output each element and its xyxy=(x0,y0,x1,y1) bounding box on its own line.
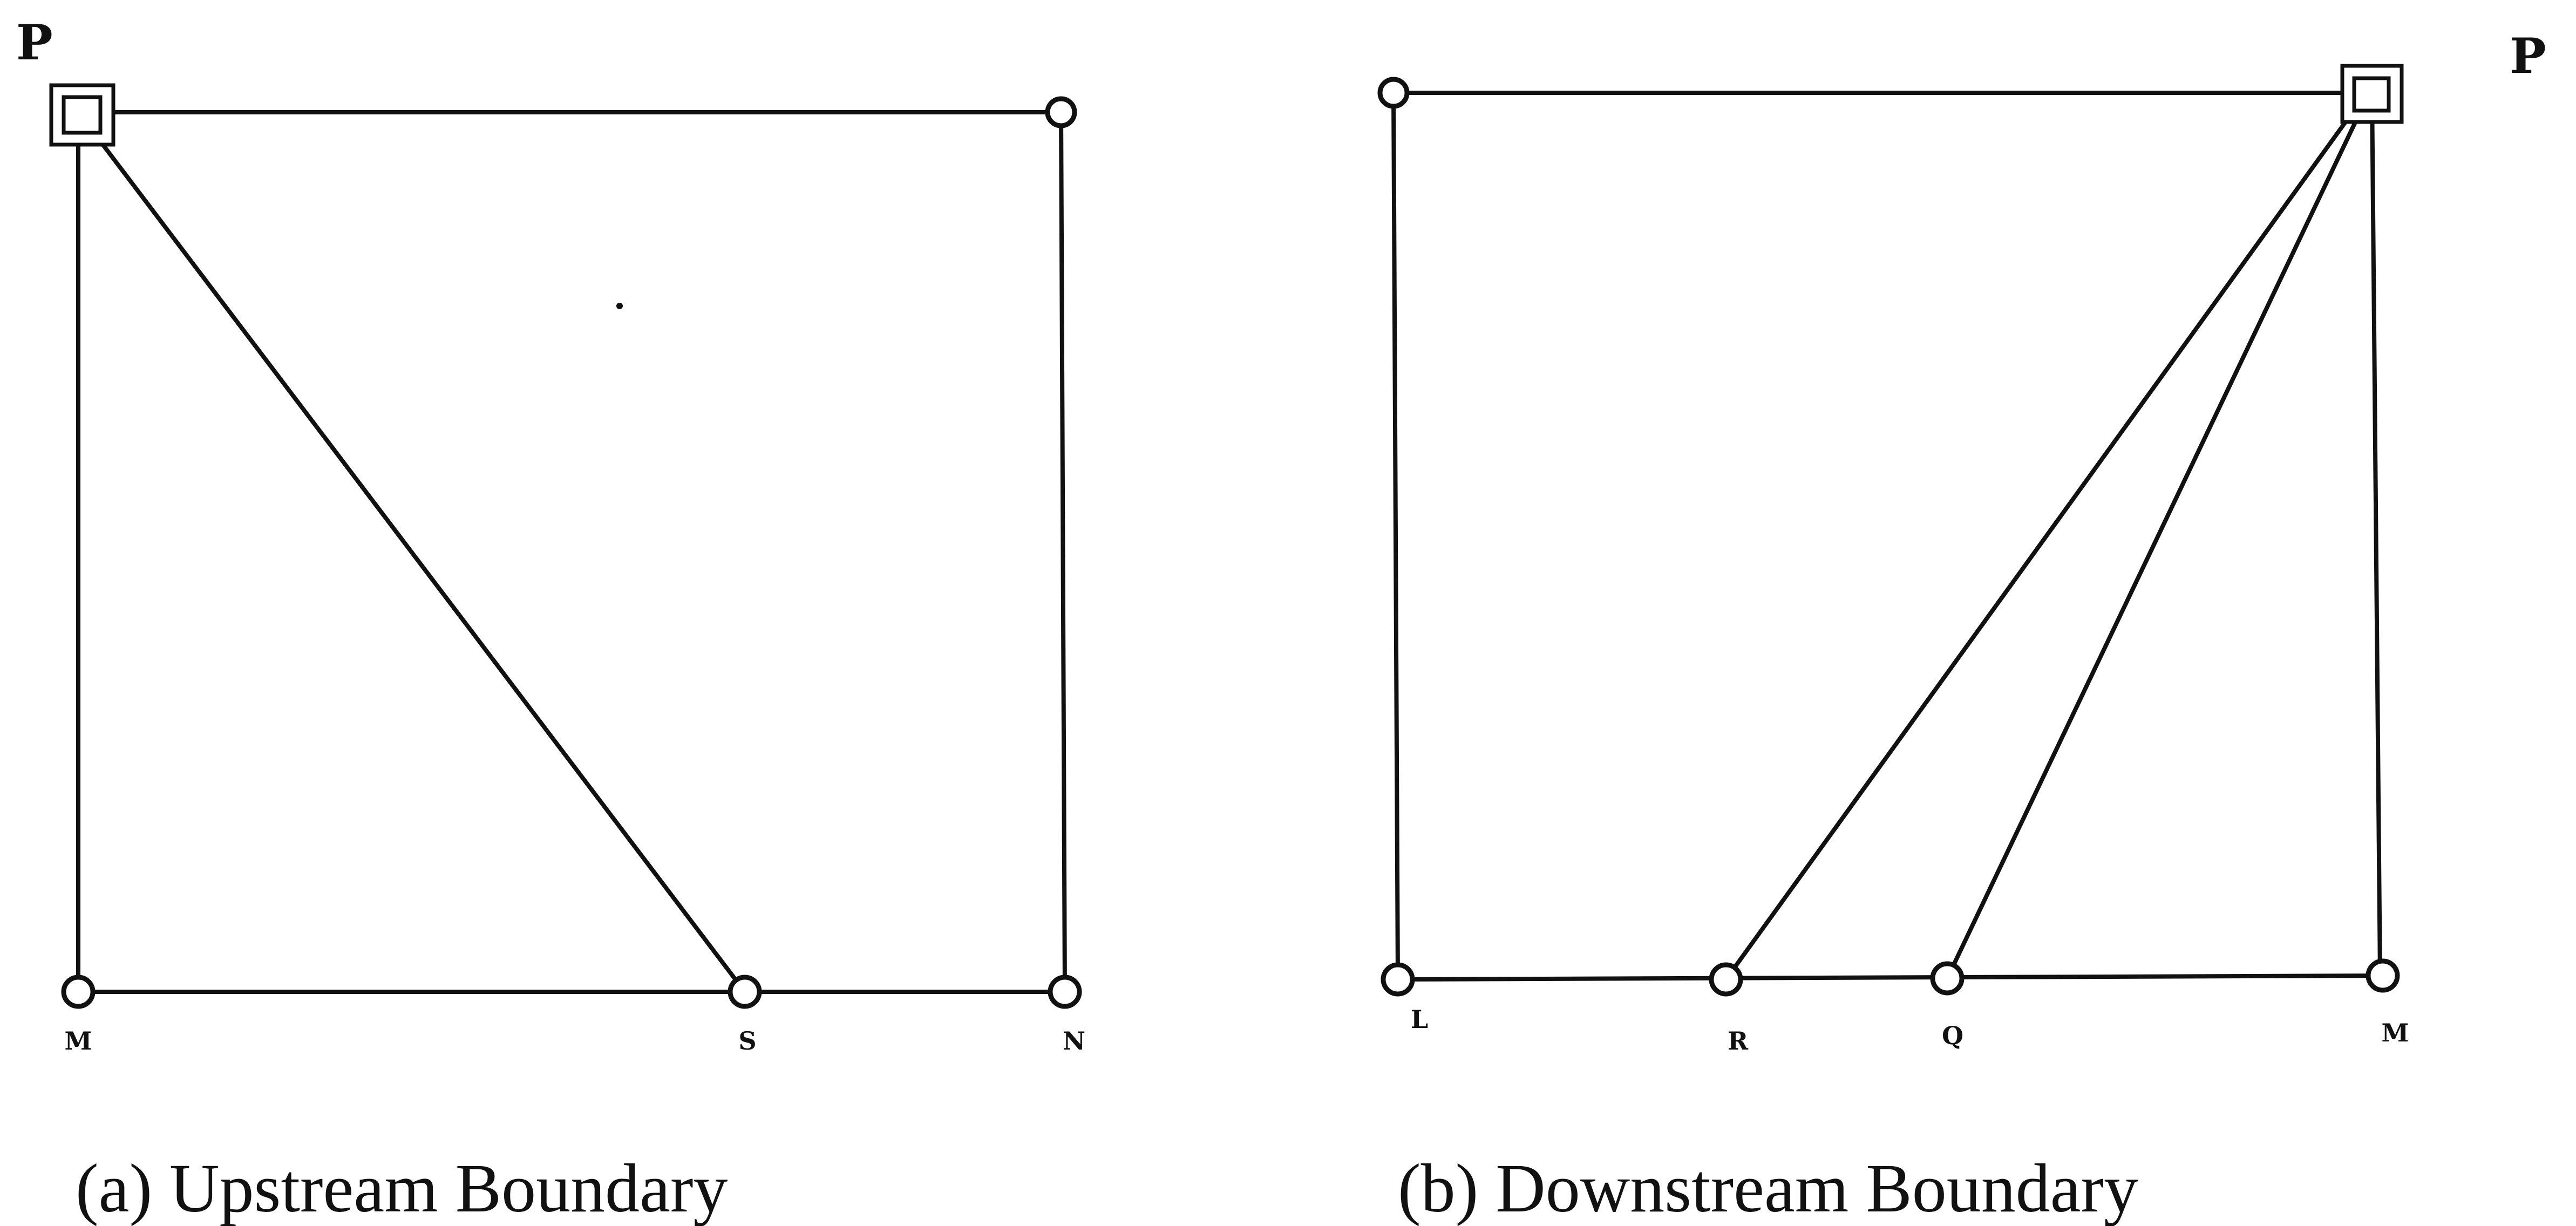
label-s: S xyxy=(738,1026,756,1055)
edge-top-right-n xyxy=(1059,112,1067,992)
edge-p-m xyxy=(2370,92,2382,976)
node-top-left xyxy=(1377,77,1410,109)
node-n xyxy=(1048,975,1082,1009)
node-s xyxy=(728,975,762,1009)
panel-downstream: P L R Q M (b) Downstream Boundary xyxy=(1377,28,2546,1226)
label-m: M xyxy=(65,1026,92,1055)
edge-p-q xyxy=(1945,92,2371,979)
label-m: M xyxy=(2382,1018,2409,1047)
label-p: P xyxy=(16,14,53,71)
label-q: Q xyxy=(1942,1021,1963,1050)
node-m xyxy=(2366,958,2400,993)
label-l: L xyxy=(1411,1005,1428,1034)
caption-downstream: (b) Downstream Boundary xyxy=(1398,1150,2138,1226)
node-l xyxy=(1381,962,1415,997)
label-r: R xyxy=(1728,1026,1749,1055)
label-p: P xyxy=(2510,28,2546,85)
caption-upstream: (a) Upstream Boundary xyxy=(76,1150,728,1226)
node-p-inner-square xyxy=(2352,76,2391,113)
edge-l-m xyxy=(1397,973,2383,982)
node-r xyxy=(1709,962,1743,997)
panel-upstream: P M S N (a) Upstream Boundary xyxy=(16,14,1085,1226)
stray-dot xyxy=(616,303,623,309)
edge-top-left-l xyxy=(1391,92,1400,980)
node-top-right xyxy=(1045,96,1077,128)
edge-p-s xyxy=(76,111,747,993)
node-p-inner-square xyxy=(62,95,103,135)
edge-p-r xyxy=(1724,91,2369,981)
label-n: N xyxy=(1063,1026,1085,1055)
node-q xyxy=(1930,961,1965,996)
node-m xyxy=(61,975,96,1009)
